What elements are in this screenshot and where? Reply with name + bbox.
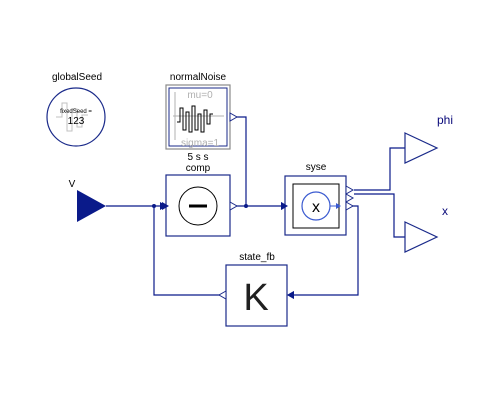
comp-input-port[interactable]: [162, 202, 169, 210]
syse-arrow-icon: [336, 203, 341, 209]
input-port-v[interactable]: V: [69, 179, 106, 222]
syse-name: syse: [306, 162, 327, 173]
block-global-seed[interactable]: globalSeed fixedSeed = 123: [46, 72, 106, 147]
normal-noise-output-port[interactable]: [229, 112, 239, 122]
block-comp[interactable]: comp: [162, 163, 239, 237]
global-seed-name: globalSeed: [52, 72, 102, 83]
input-port-v-triangle: [77, 190, 106, 222]
wire-junction-noise: [244, 204, 248, 208]
normal-noise-sigma: sigma=1: [181, 138, 220, 149]
output-port-x-triangle: [404, 221, 439, 253]
comp-name: comp: [186, 163, 211, 174]
global-seed-param-value: 123: [68, 116, 85, 127]
state-fb-symbol: K: [243, 277, 268, 319]
global-seed-param-label: fixedSeed =: [60, 109, 92, 115]
output-port-phi-triangle: [404, 132, 439, 164]
syse-output-port-x[interactable]: [345, 193, 355, 203]
normal-noise-mu: mu=0: [187, 90, 213, 101]
wire-syse-to-x: [354, 193, 405, 238]
comp-output-port[interactable]: [229, 201, 239, 211]
syse-output-port-phi[interactable]: [345, 185, 355, 195]
block-syse[interactable]: syse x: [281, 162, 355, 236]
input-port-v-label: V: [69, 179, 76, 190]
syse-output-port-state[interactable]: [345, 201, 355, 211]
output-port-x[interactable]: x: [404, 204, 448, 253]
syse-symbol: x: [312, 199, 320, 216]
normal-noise-sample-period: 5 s s: [187, 152, 208, 163]
wire-noise-to-sum: [234, 116, 247, 206]
wire-junction-feedback: [152, 204, 156, 208]
wire-statefb-to-comp: [153, 206, 226, 296]
output-port-phi[interactable]: phi: [404, 113, 453, 164]
output-port-phi-label: phi: [437, 113, 453, 127]
output-port-x-label: x: [442, 204, 448, 218]
block-state-fb[interactable]: state_fb K: [217, 252, 294, 327]
wire-syse-to-phi: [354, 147, 405, 191]
state-fb-output-port[interactable]: [217, 290, 227, 300]
syse-input-port[interactable]: [281, 202, 288, 210]
normal-noise-signal-icon: [177, 105, 213, 133]
block-normal-noise[interactable]: normalNoise mu=0 sigma=1 5 s s: [165, 72, 239, 163]
normal-noise-name: normalNoise: [170, 72, 227, 83]
state-fb-name: state_fb: [239, 252, 275, 263]
global-seed-waveform-icon: [56, 102, 88, 132]
state-fb-input-port[interactable]: [287, 291, 294, 299]
